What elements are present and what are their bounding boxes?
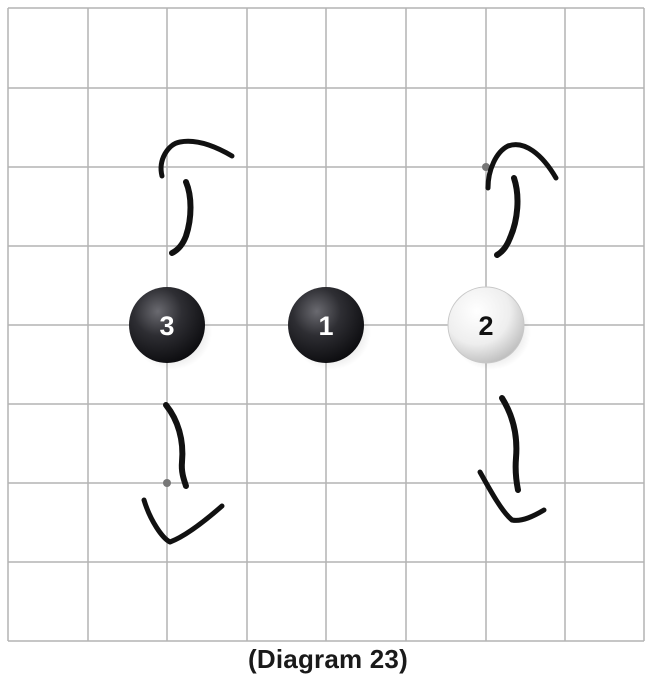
stone-number: 1 (318, 311, 333, 341)
black-stone (129, 287, 205, 363)
black-stone (288, 287, 364, 363)
arrow-down-right-shaft (499, 395, 521, 493)
go-board-diagram: 3 1 2 (7, 7, 645, 642)
white-stone (447, 286, 525, 364)
grid-point-marker (482, 163, 490, 171)
grid-point-marker (163, 479, 171, 487)
stone-3: 3 (129, 287, 212, 370)
arrow-down-right-head (477, 469, 547, 523)
arrow-up-right-head (485, 142, 559, 191)
arrow-up-right-shaft (494, 175, 521, 258)
diagram-caption: (Diagram 23) (248, 644, 408, 674)
hand-drawn-arrows (141, 138, 559, 545)
arrow-up-left-shaft (169, 179, 194, 256)
stone-1: 1 (288, 287, 371, 370)
arrow-down-left-shaft (163, 402, 189, 489)
stone-2: 2 (447, 286, 531, 370)
arrow-up-left-head (158, 138, 235, 179)
arrow-down-left-head (141, 497, 225, 545)
stone-number: 2 (478, 311, 493, 341)
stone-number: 3 (159, 311, 174, 341)
